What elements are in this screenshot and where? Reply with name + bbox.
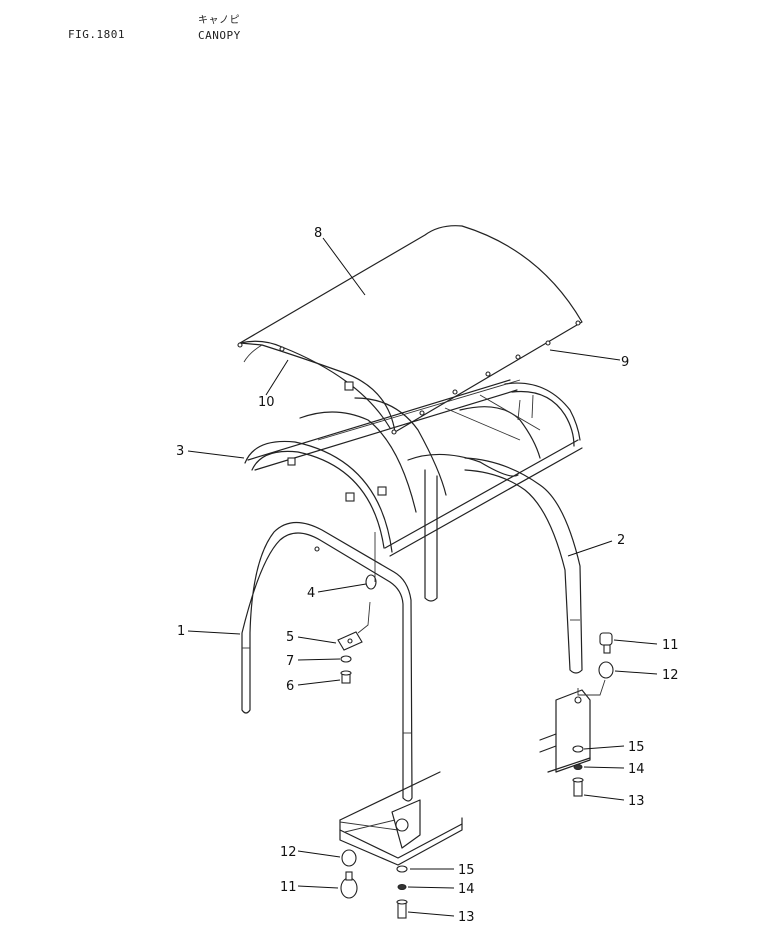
joint-collar (365, 532, 377, 590)
roof-panel (237, 225, 583, 435)
callout-7: 7 (286, 654, 294, 669)
title-english: CANOPY (198, 29, 241, 42)
figure-number: FIG.1801 (68, 28, 125, 41)
callout-9: 9 (621, 355, 629, 370)
callout-11-right: 11 (662, 638, 679, 653)
front-post (241, 521, 413, 802)
leader-lines (187, 237, 658, 917)
callout-6: 6 (286, 679, 294, 694)
left-bracket-hardware (337, 601, 371, 684)
callout-1: 1 (177, 624, 185, 639)
callout-13-front: 13 (458, 910, 475, 925)
callout-numbers: 8 9 10 3 2 4 1 5 7 6 11 12 15 14 13 12 1… (176, 226, 679, 925)
callout-5: 5 (286, 630, 294, 645)
title-japanese: キャノピ (198, 15, 240, 26)
callout-10: 10 (258, 395, 275, 410)
callout-15-right: 15 (628, 740, 645, 755)
callout-13-right: 13 (628, 794, 645, 809)
rear-post (424, 457, 583, 674)
front-base-bracket (339, 771, 463, 919)
callout-15-front: 15 (458, 863, 475, 878)
callout-14-right: 14 (628, 762, 645, 777)
right-base-bracket (539, 632, 614, 797)
callout-3: 3 (176, 444, 184, 459)
callout-11-front: 11 (280, 880, 297, 895)
callout-12-front: 12 (280, 845, 297, 860)
canopy-frame (244, 379, 583, 557)
callout-8: 8 (314, 226, 322, 241)
callout-12-right: 12 (662, 668, 679, 683)
callout-2: 2 (617, 533, 625, 548)
callout-4: 4 (307, 586, 315, 601)
callout-14-front: 14 (458, 882, 475, 897)
